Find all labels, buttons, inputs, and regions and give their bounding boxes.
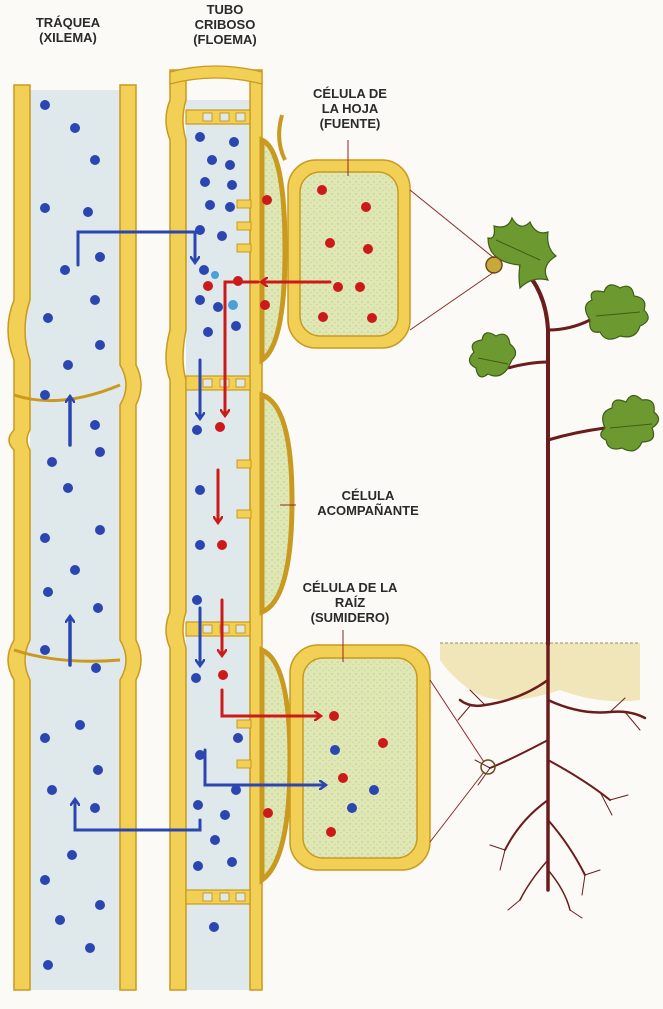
root-sink-cell: [290, 645, 430, 870]
plant-illustration: [440, 218, 659, 918]
xylem-label: TRÁQUEA (XILEMA): [18, 15, 118, 45]
sink-cell-label: CÉLULA DE LA RAÍZ (SUMIDERO): [290, 580, 410, 625]
companion-cell-label: CÉLULA ACOMPAÑANTE: [298, 488, 438, 518]
source-cell-label: CÉLULA DE LA HOJA (FUENTE): [295, 86, 405, 131]
leaf-source-cell: [288, 160, 410, 348]
phloem-label: TUBO CRIBOSO (FLOEMA): [175, 2, 275, 47]
